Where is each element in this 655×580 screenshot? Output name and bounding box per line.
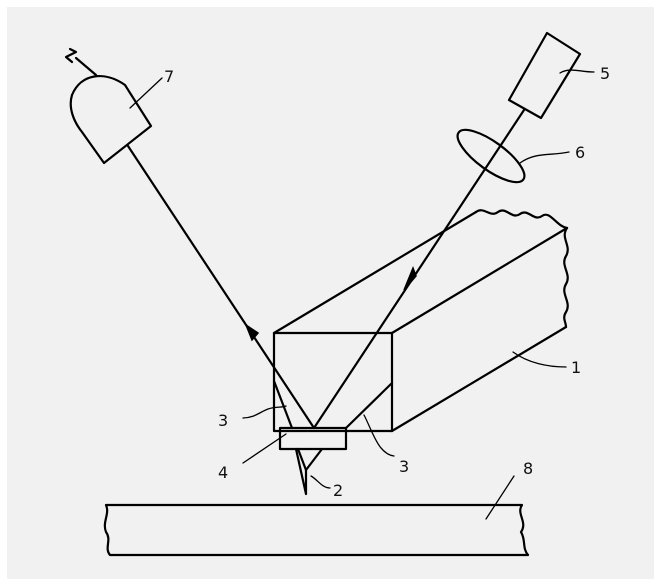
label-8: 8 xyxy=(523,459,533,478)
leader-3b xyxy=(363,414,395,457)
sample-surface xyxy=(103,503,530,557)
laser-source xyxy=(507,31,582,120)
leader-8 xyxy=(485,475,515,520)
probe-tip xyxy=(294,447,324,496)
incident-beam-arrow xyxy=(403,265,417,291)
leader-2 xyxy=(310,475,331,489)
label-2: 2 xyxy=(333,481,343,500)
leader-1 xyxy=(512,351,567,368)
leader-lines xyxy=(129,69,595,520)
leader-7 xyxy=(129,77,163,109)
leader-5 xyxy=(559,69,595,74)
incident-beam xyxy=(312,108,526,430)
leader-4 xyxy=(242,433,287,464)
reference-labels: 7 5 6 1 3 3 4 2 8 xyxy=(164,64,610,500)
label-4: 4 xyxy=(218,463,228,482)
label-3-right: 3 xyxy=(399,457,409,476)
label-6: 6 xyxy=(575,143,585,162)
label-1: 1 xyxy=(571,358,581,377)
figure-background xyxy=(7,7,654,579)
label-7: 7 xyxy=(164,67,174,86)
label-3-left: 3 xyxy=(218,411,228,430)
cantilever-body xyxy=(272,209,569,433)
leader-6 xyxy=(519,151,570,164)
leader-3a xyxy=(242,405,287,419)
reflective-facets xyxy=(272,379,394,430)
reflected-beam-arrow xyxy=(244,323,260,342)
photodetector xyxy=(64,47,153,165)
focusing-lens xyxy=(456,128,526,184)
label-5: 5 xyxy=(600,64,610,83)
reflected-beam xyxy=(126,144,316,430)
